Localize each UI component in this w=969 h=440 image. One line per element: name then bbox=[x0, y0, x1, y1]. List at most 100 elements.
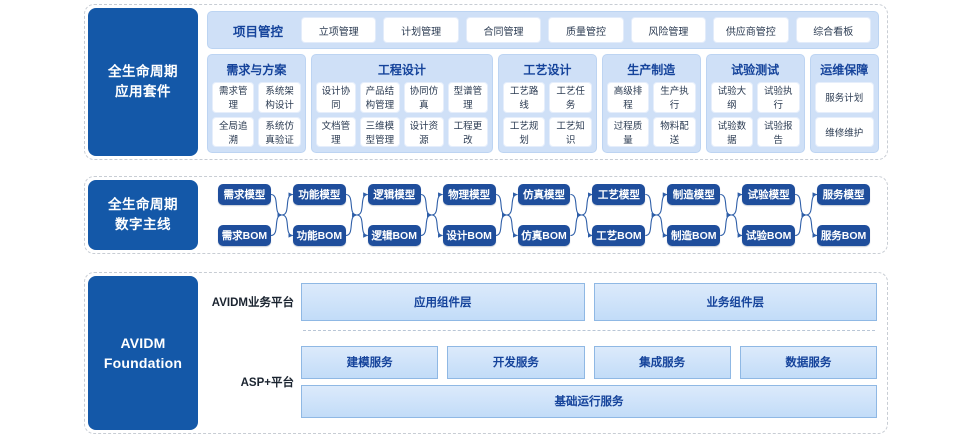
application-suite-panel: 全生命周期 应用套件 项目管控 立项管理计划管理合同管理质量管控风险管理供应商管… bbox=[84, 4, 888, 160]
business-platform-label: AVIDM业务平台 bbox=[211, 297, 294, 309]
application-suite-sidebar-label: 全生命周期 应用套件 bbox=[88, 8, 198, 156]
capability-group-grid: 高级排程生产执行过程质量物料配送 bbox=[606, 82, 696, 147]
thread-model-box[interactable]: 仿真模型 bbox=[517, 184, 571, 205]
thread-bom-box[interactable]: 设计BOM bbox=[442, 225, 496, 246]
capability-cell[interactable]: 文档管理 bbox=[315, 116, 356, 147]
asp-service-box[interactable]: 建模服务 bbox=[301, 345, 439, 379]
pm-chip[interactable]: 质量管控 bbox=[548, 17, 624, 43]
capability-cell[interactable]: 协同仿真 bbox=[403, 82, 444, 113]
asp-platform-label: ASP+平台 bbox=[240, 376, 294, 389]
capability-group: 工程设计设计协同产品结构管理协同仿真型谱管理文档管理三维模型管理设计资源工程更改 bbox=[310, 54, 493, 153]
capability-cell[interactable]: 过程质量 bbox=[606, 116, 650, 147]
thread-bom-box[interactable]: 需求BOM bbox=[218, 225, 271, 246]
pm-chip[interactable]: 立项管理 bbox=[301, 17, 377, 43]
capability-group-title: 生产制造 bbox=[627, 63, 676, 77]
thread-bom-box[interactable]: 工艺BOM bbox=[592, 225, 646, 246]
capability-cell[interactable]: 型谱管理 bbox=[447, 82, 488, 113]
business-platform-row: AVIDM业务平台 应用组件层业务组件层 bbox=[205, 279, 877, 325]
thread-bom-box[interactable]: 仿真BOM bbox=[517, 225, 571, 246]
thread-model-box[interactable]: 制造模型 bbox=[667, 184, 721, 205]
capability-group-title: 试验测试 bbox=[731, 63, 780, 77]
avidm-foundation-panel: AVIDM Foundation AVIDM业务平台 应用组件层业务组件层 AS… bbox=[84, 272, 888, 434]
asp-platform-stack: 建模服务开发服务集成服务数据服务 基础运行服务 bbox=[301, 345, 877, 418]
thread-sidebar-line1: 全生命周期 bbox=[108, 197, 178, 213]
capability-cell[interactable]: 系统架构设计 bbox=[258, 82, 301, 113]
pm-chip[interactable]: 计划管理 bbox=[383, 17, 459, 43]
thread-stage: 仿真模型仿真BOM bbox=[507, 184, 582, 246]
thread-bom-box[interactable]: 逻辑BOM bbox=[367, 225, 421, 246]
capability-cell[interactable]: 系统仿真验证 bbox=[258, 116, 301, 147]
business-component-box[interactable]: 业务组件层 bbox=[593, 283, 877, 321]
asp-service-boxes: 建模服务开发服务集成服务数据服务 bbox=[301, 345, 877, 379]
capability-cell[interactable]: 生产执行 bbox=[653, 82, 696, 113]
capability-cell[interactable]: 设计资源 bbox=[403, 116, 444, 147]
thread-stage: 工艺模型工艺BOM bbox=[581, 184, 656, 246]
thread-stage: 需求模型需求BOM bbox=[207, 184, 282, 246]
capability-cell[interactable]: 工艺任务 bbox=[549, 82, 592, 113]
avidm-foundation-body: AVIDM业务平台 应用组件层业务组件层 ASP+平台 建模服务开发服务集成服务… bbox=[201, 273, 887, 433]
capability-group: 工艺设计工艺路线工艺任务工艺规划工艺知识 bbox=[497, 54, 597, 153]
thread-model-box[interactable]: 需求模型 bbox=[218, 184, 271, 205]
capability-group: 需求与方案需求管理系统架构设计全局追溯系统仿真验证 bbox=[207, 54, 306, 153]
thread-model-box[interactable]: 逻辑模型 bbox=[367, 184, 421, 205]
thread-stage: 试验模型试验BOM bbox=[731, 184, 806, 246]
thread-stage: 物理模型设计BOM bbox=[432, 184, 507, 246]
capability-cell[interactable]: 工艺路线 bbox=[502, 82, 546, 113]
asp-service-box[interactable]: 数据服务 bbox=[739, 345, 877, 379]
capability-cell[interactable]: 工艺规划 bbox=[502, 116, 546, 147]
avidm-foundation-sidebar-label: AVIDM Foundation bbox=[88, 276, 198, 430]
avidm-divider bbox=[303, 330, 875, 331]
capability-group-title: 工程设计 bbox=[377, 63, 426, 77]
thread-stage: 服务模型服务BOM bbox=[806, 184, 881, 246]
pm-chip[interactable]: 综合看板 bbox=[795, 17, 871, 43]
pm-chip[interactable]: 供应商管控 bbox=[713, 17, 789, 43]
thread-bom-box[interactable]: 制造BOM bbox=[667, 225, 721, 246]
thread-stage: 逻辑模型逻辑BOM bbox=[357, 184, 432, 246]
capability-cell[interactable]: 设计协同 bbox=[315, 82, 356, 113]
thread-sidebar-line2: 数字主线 bbox=[115, 217, 171, 232]
capability-group-grid: 工艺路线工艺任务工艺规划工艺知识 bbox=[502, 82, 592, 147]
capability-cell[interactable]: 需求管理 bbox=[212, 82, 255, 113]
capability-cell[interactable]: 试验报告 bbox=[757, 116, 800, 147]
thread-model-box[interactable]: 服务模型 bbox=[817, 184, 871, 205]
capability-group-title: 工艺设计 bbox=[523, 63, 572, 77]
capability-group: 运维保障服务计划维修维护 bbox=[809, 54, 879, 153]
capability-cell[interactable]: 产品结构管理 bbox=[359, 82, 400, 113]
asp-service-box[interactable]: 开发服务 bbox=[447, 345, 585, 379]
pm-chip[interactable]: 风险管理 bbox=[630, 17, 707, 43]
asp-service-box[interactable]: 集成服务 bbox=[593, 345, 731, 379]
application-suite-body: 项目管控 立项管理计划管理合同管理质量管控风险管理供应商管控综合看板 需求与方案… bbox=[201, 5, 887, 159]
thread-bom-box[interactable]: 功能BOM bbox=[292, 225, 346, 246]
capability-cell[interactable]: 试验数据 bbox=[710, 116, 754, 147]
capability-cell[interactable]: 维修维护 bbox=[814, 116, 874, 147]
capability-group-title: 运维保障 bbox=[820, 63, 869, 77]
pm-chip[interactable]: 合同管理 bbox=[465, 17, 542, 43]
capability-cell[interactable]: 三维模型管理 bbox=[359, 116, 400, 147]
capability-group: 试验测试试验大纲试验执行试验数据试验报告 bbox=[705, 54, 805, 153]
thread-model-box[interactable]: 物理模型 bbox=[442, 184, 496, 205]
capability-group-title: 需求与方案 bbox=[226, 63, 287, 77]
project-management-title: 项目管控 bbox=[232, 24, 283, 39]
thread-bom-box[interactable]: 试验BOM bbox=[742, 225, 796, 246]
capability-cell[interactable]: 高级排程 bbox=[606, 82, 650, 113]
capability-group: 生产制造高级排程生产执行过程质量物料配送 bbox=[601, 54, 701, 153]
capability-groups: 需求与方案需求管理系统架构设计全局追溯系统仿真验证工程设计设计协同产品结构管理协… bbox=[207, 54, 879, 153]
thread-model-box[interactable]: 工艺模型 bbox=[592, 184, 646, 205]
suite-sidebar-line1: 全生命周期 bbox=[108, 64, 178, 80]
capability-cell[interactable]: 试验执行 bbox=[757, 82, 800, 113]
capability-cell[interactable]: 工艺知识 bbox=[549, 116, 592, 147]
capability-cell[interactable]: 物料配送 bbox=[653, 116, 696, 147]
capability-cell[interactable]: 服务计划 bbox=[814, 82, 874, 113]
capability-cell[interactable]: 试验大纲 bbox=[710, 82, 754, 113]
thread-model-box[interactable]: 功能模型 bbox=[292, 184, 346, 205]
capability-cell[interactable]: 工程更改 bbox=[447, 116, 488, 147]
capability-cell[interactable]: 全局追溯 bbox=[212, 116, 255, 147]
thread-bom-box[interactable]: 服务BOM bbox=[817, 225, 871, 246]
capability-group-grid: 需求管理系统架构设计全局追溯系统仿真验证 bbox=[212, 82, 301, 147]
project-management-row: 项目管控 立项管理计划管理合同管理质量管控风险管理供应商管控综合看板 bbox=[207, 11, 879, 49]
thread-model-box[interactable]: 试验模型 bbox=[742, 184, 796, 205]
business-component-box[interactable]: 应用组件层 bbox=[301, 283, 585, 321]
